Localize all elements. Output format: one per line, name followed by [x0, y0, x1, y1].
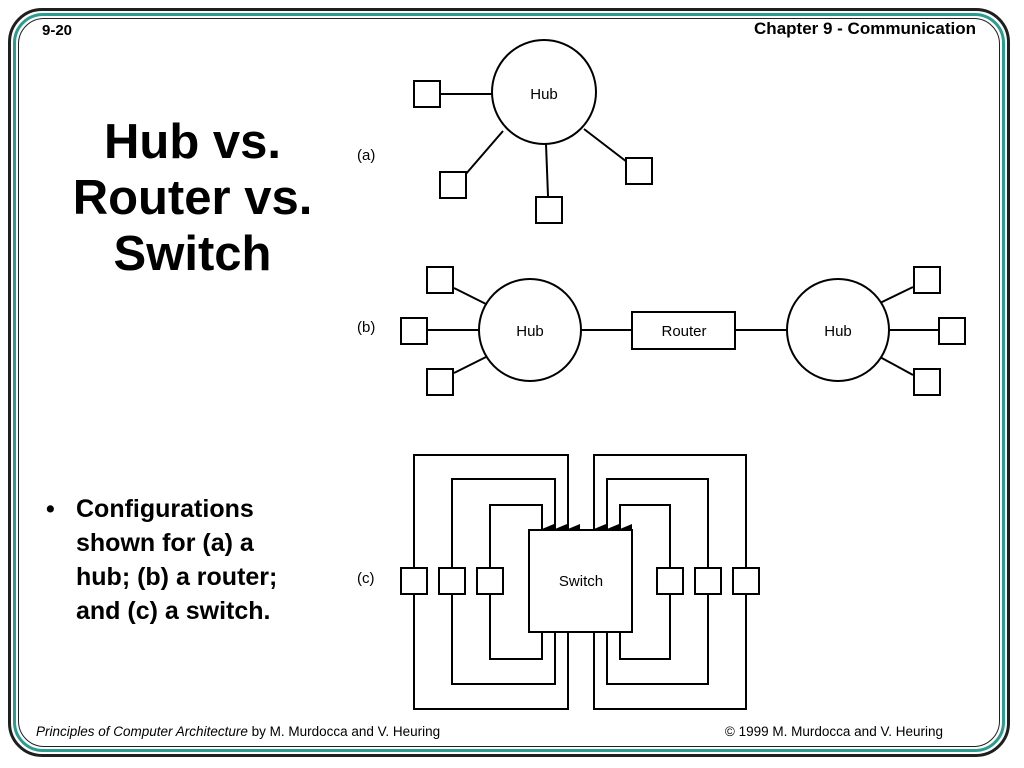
panel-a-label: (a): [357, 147, 375, 164]
hub-b-left-label: Hub: [516, 323, 544, 340]
link-b-right-bottom: [879, 356, 914, 376]
link-b-left-bottom: [453, 355, 489, 374]
link-b-right-top: [879, 286, 914, 304]
footer-book-title: Principles of Computer Architecture: [36, 724, 248, 739]
node-b-right-bottom: [913, 368, 941, 396]
node-a-lower-left: [439, 171, 467, 199]
node-b-left-mid: [400, 317, 428, 345]
node-a-bottom: [535, 196, 563, 224]
panel-b-router-network: [400, 266, 966, 396]
node-b-right-top: [913, 266, 941, 294]
bullet-line-4: and (c) a switch.: [76, 597, 271, 625]
title-line-3: Switch: [113, 227, 272, 281]
wire-c-inner-left-top: [489, 504, 554, 568]
panel-c-switch-network: [413, 454, 747, 710]
node-c-left-inner: [476, 567, 504, 595]
wire-c-outer-right-top: [593, 454, 747, 568]
wire-c-outer-left-bottom: [413, 594, 569, 710]
bullet-symbol: •: [46, 495, 55, 523]
wire-c-mid-right-bottom: [606, 594, 709, 685]
node-b-left-bottom: [426, 368, 454, 396]
bullet-line-3: hub; (b) a router;: [76, 563, 278, 591]
title-line-2: Router vs.: [72, 171, 313, 225]
node-c-left-outer: [400, 567, 428, 595]
node-c-right-outer: [732, 567, 760, 595]
link-b-left-top: [453, 287, 489, 306]
hub-b-left: [478, 278, 582, 382]
bullet-text: Configurations shown for (a) a hub; (b) …: [76, 492, 277, 628]
bullet-line-1: Configurations: [76, 495, 254, 523]
bullet-item: • Configurations shown for (a) a hub; (b…: [46, 492, 331, 628]
slide-title: Hub vs. Router vs. Switch: [40, 114, 345, 282]
node-c-left-mid: [438, 567, 466, 595]
router-b-label: Router: [661, 323, 706, 340]
footer-copyright: © 1999 M. Murdocca and V. Heuring: [724, 724, 943, 739]
hub-a: [491, 39, 597, 145]
title-line-1: Hub vs.: [104, 115, 281, 169]
wire-c-mid-right-top: [606, 478, 709, 568]
switch-c: [528, 529, 633, 633]
chapter-heading: Chapter 9 - Communication: [754, 19, 976, 38]
node-c-right-inner: [656, 567, 684, 595]
node-a-left: [413, 80, 441, 108]
panel-a-hub-network: [413, 39, 653, 224]
router-b: [631, 311, 736, 350]
hub-b-right-label: Hub: [824, 323, 852, 340]
hub-a-label: Hub: [530, 86, 558, 103]
wire-c-inner-left-bottom: [489, 594, 543, 660]
node-b-left-top: [426, 266, 454, 294]
wire-c-outer-left-top: [413, 454, 580, 568]
slide-number: 9-20: [42, 22, 73, 39]
panel-c-nodes: [400, 529, 760, 633]
link-a-lower-right: [583, 128, 628, 163]
panel-c-label: (c): [357, 570, 375, 587]
link-a-bottom: [545, 143, 549, 197]
node-b-right-mid: [938, 317, 966, 345]
wire-c-mid-left-bottom: [451, 594, 556, 685]
slide-frame-inner: [18, 18, 1000, 747]
wire-c-inner-right-bottom: [619, 594, 671, 660]
slide-frame-accent: [13, 13, 1005, 752]
switch-c-label: Switch: [559, 573, 603, 590]
footer-authors: by M. Murdocca and V. Heuring: [247, 724, 441, 739]
footer-book-credit: Principles of Computer Architecture by M…: [36, 724, 440, 739]
node-c-right-mid: [694, 567, 722, 595]
wire-c-inner-right-top: [619, 504, 671, 568]
bullet-line-2: shown for (a) a: [76, 529, 254, 557]
node-a-lower-right: [625, 157, 653, 185]
link-a-lower-left: [464, 130, 504, 176]
wire-c-outer-right-bottom: [593, 594, 747, 710]
wire-c-mid-left-top: [451, 478, 567, 568]
hub-b-right: [786, 278, 890, 382]
panel-b-label: (b): [357, 319, 375, 336]
slide-frame-outer: [8, 8, 1010, 757]
